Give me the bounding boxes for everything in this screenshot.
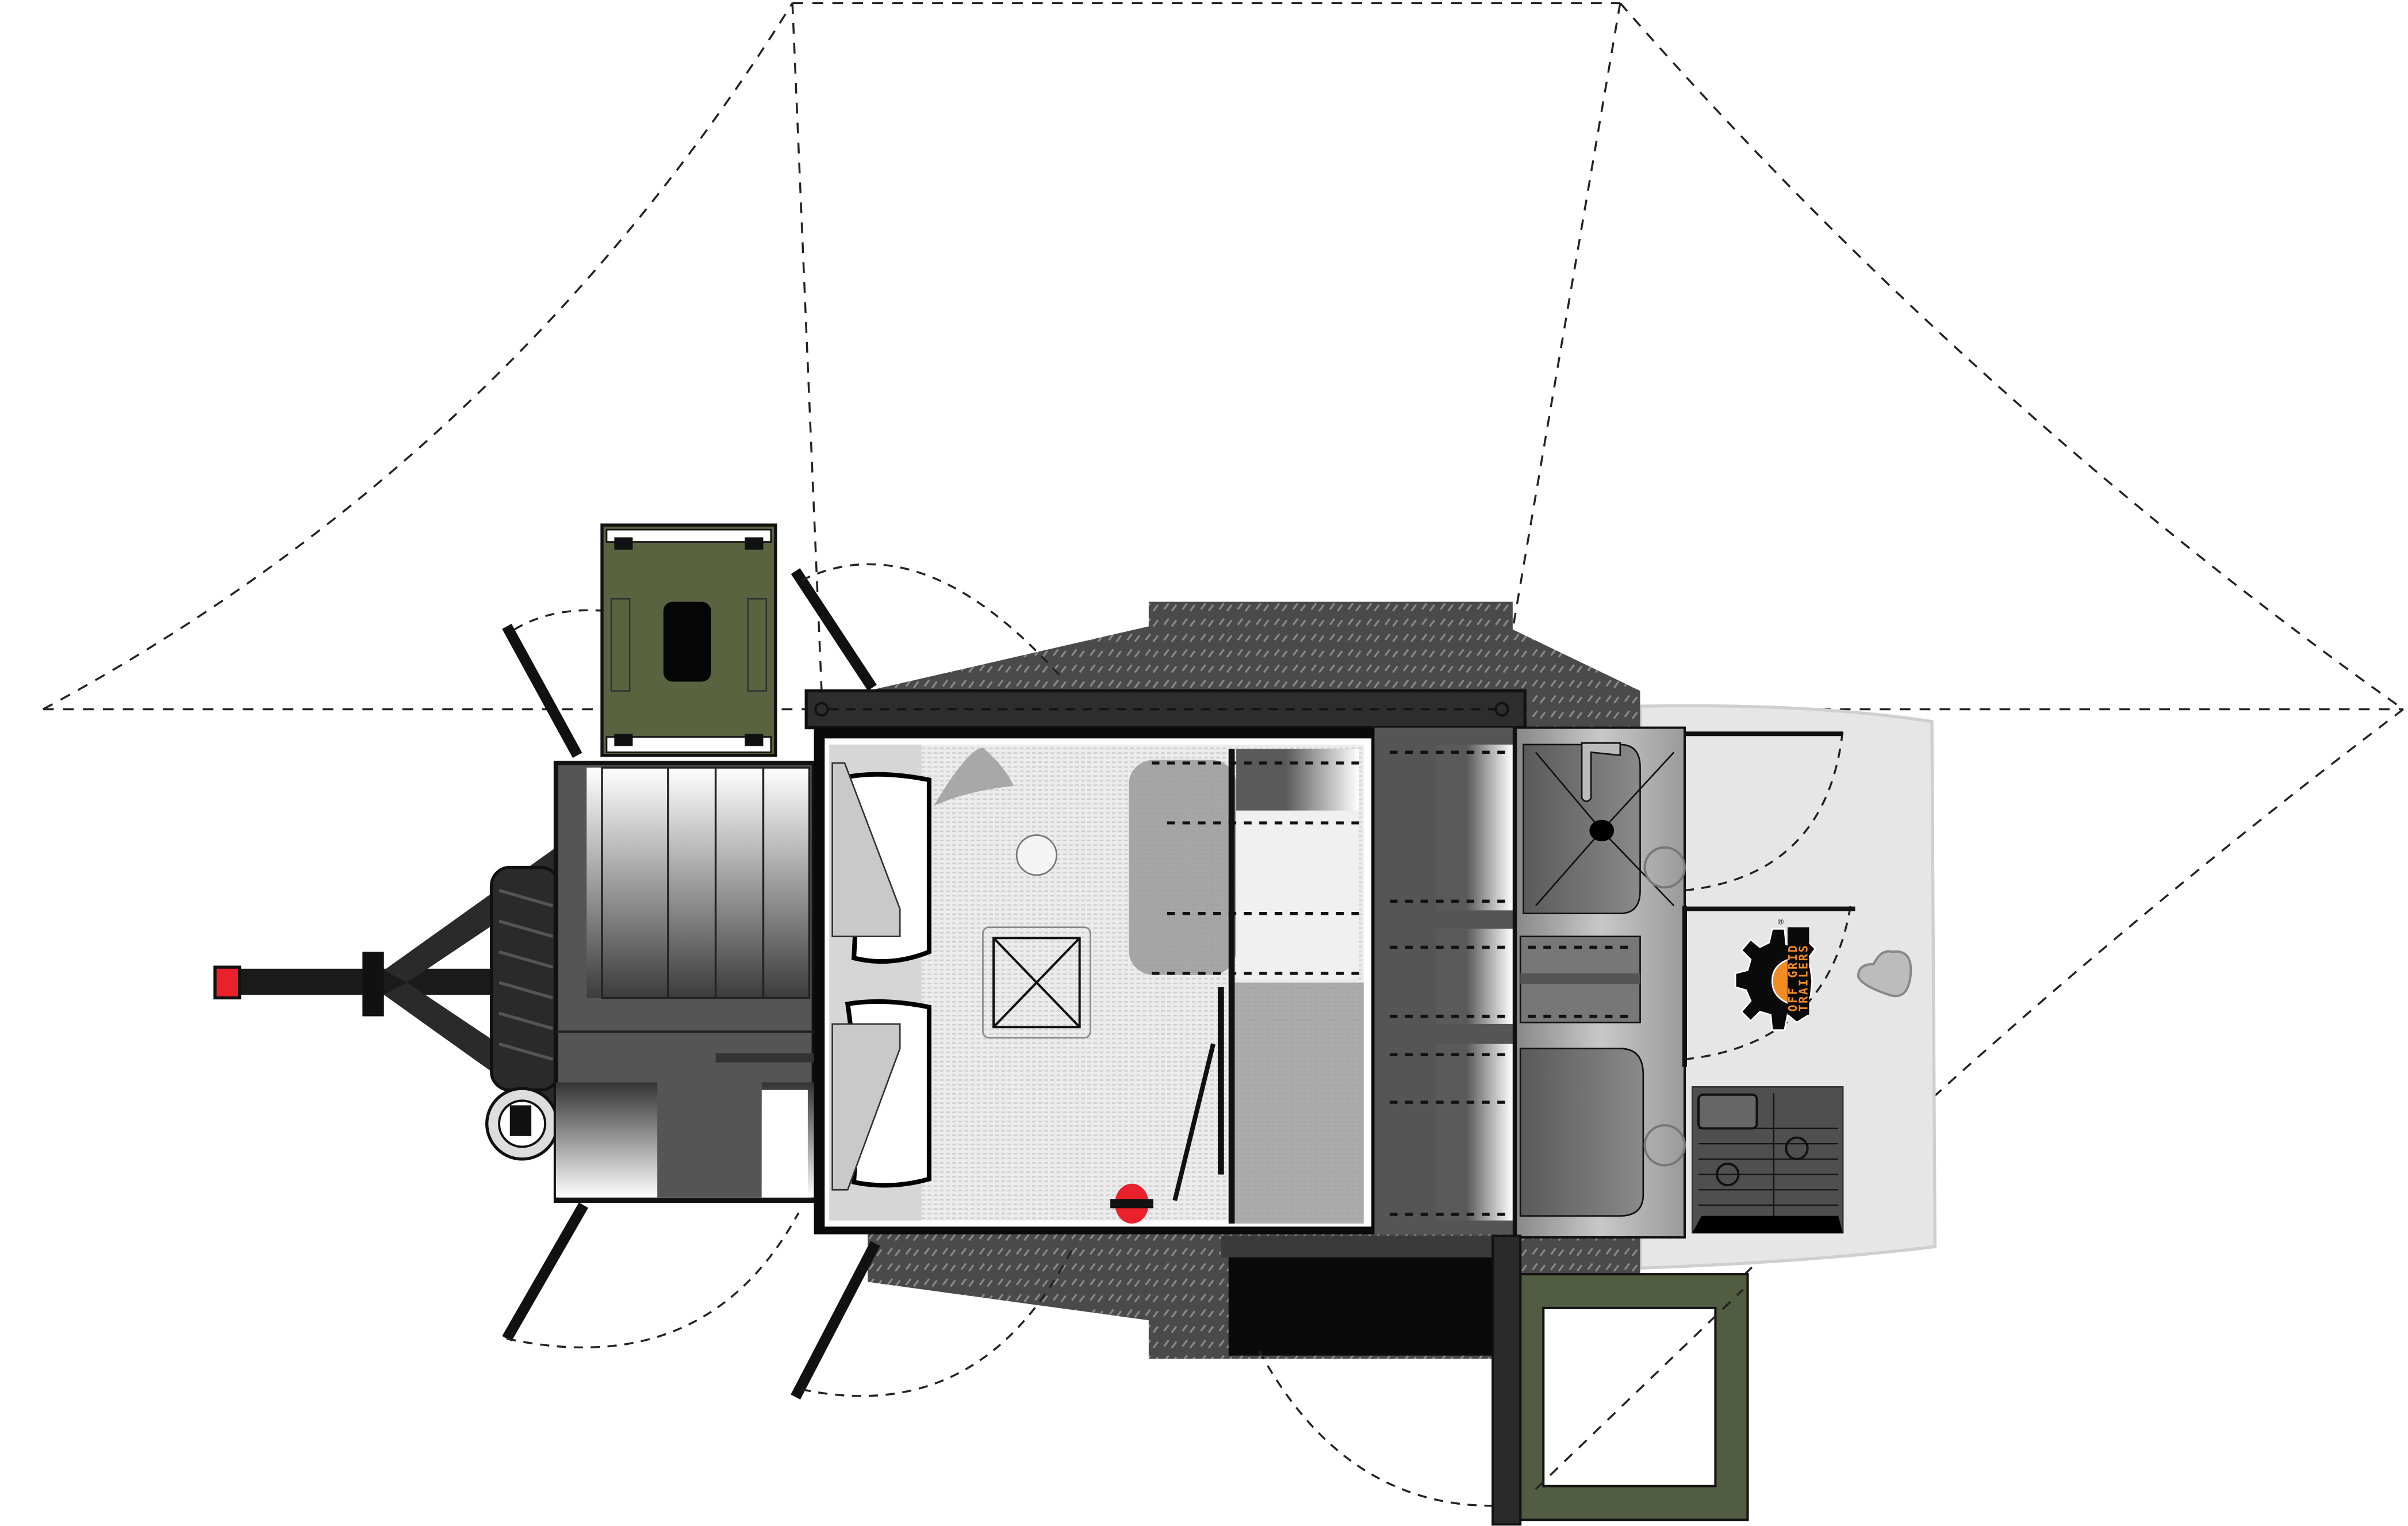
rear-green-frame: [1519, 1273, 1749, 1521]
front-storage-box: [553, 760, 816, 1203]
off-grid-trailers-logo: OFF GRID TRAILERS ®: [1734, 918, 1816, 1031]
stove-cooktop: [1692, 1086, 1844, 1234]
sleeping-cabin: [814, 727, 1376, 1234]
door-front-left: [791, 568, 877, 691]
logo-text-trailers: TRAILERS: [1797, 944, 1811, 1012]
roof-vent-icon: [992, 937, 1081, 1029]
storage-cabinets: [1374, 727, 1519, 1241]
water-drop-icon: [1857, 950, 1912, 998]
awning-guy-line: [1535, 1289, 1744, 1490]
box-handle: [663, 601, 711, 682]
galley-module: [1514, 726, 1855, 1239]
roof-hatch: [982, 926, 1091, 1039]
door-box-left: [502, 623, 582, 758]
fire-extinguisher-icon: [1110, 1183, 1153, 1224]
sink-drain: [1535, 752, 1675, 907]
door-front-right: [791, 1241, 880, 1400]
logo-text-band: [1787, 927, 1809, 1015]
fold-down-table: [1172, 1043, 1215, 1201]
spare-tire-tread: [499, 889, 554, 1061]
sink: [1523, 743, 1641, 914]
door-box-right: [502, 1202, 589, 1341]
tail-light-icon: [213, 965, 241, 1000]
hitch-clamp: [362, 952, 384, 1017]
registered-mark: ®: [1777, 918, 1784, 926]
faucet-icon: [1581, 742, 1621, 803]
jack-wheel: [485, 1087, 559, 1161]
green-storage-box: [600, 523, 777, 757]
bottom-compartment-lid: [1221, 1236, 1498, 1257]
rear-strut: [1491, 1234, 1522, 1526]
doors: [502, 568, 880, 1400]
blanket-corner: [933, 747, 1014, 806]
logo-text-off-grid: OFF GRID: [1786, 944, 1800, 1012]
ceiling-light: [1015, 834, 1057, 876]
top-frame-rail: [804, 689, 1527, 730]
